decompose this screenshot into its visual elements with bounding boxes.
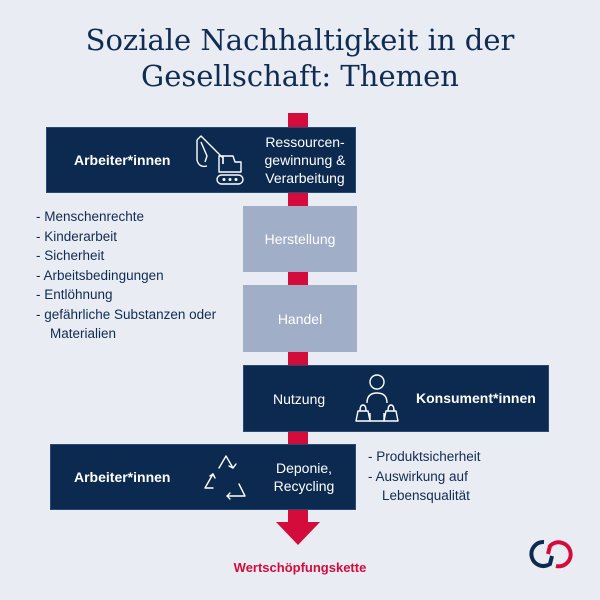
stage-label: Deponie, Recycling — [273, 460, 335, 494]
list-item: - Menschenrechte — [36, 209, 145, 224]
recycling-icon — [201, 454, 251, 502]
consumer-shopping-icon — [352, 373, 402, 425]
actor-label: Arbeiter*innen — [74, 469, 171, 485]
value-chain-arrowhead — [276, 522, 320, 545]
actor-label: Konsument*innen — [416, 390, 536, 406]
stage-label: Herstellung — [264, 231, 336, 247]
value-chain-label: Wertschöpfungskette — [233, 560, 367, 575]
excavator-icon — [193, 134, 247, 186]
list-item: - Auswirkung auf Lebensqualität — [368, 468, 470, 504]
list-item: - Entlöhnung — [36, 287, 113, 302]
list-item: - Produktsicherheit — [368, 449, 481, 464]
stage-label: Nutzung — [273, 391, 326, 407]
list-item: - Sicherheit — [36, 248, 105, 263]
page-title: Soziale Nachhaltigkeit in der Gesellscha… — [85, 23, 515, 93]
stage-manufacturing: Herstellung — [243, 206, 357, 272]
stage-label: Handel — [277, 310, 323, 327]
consumer-topics-list: - Produktsicherheit - Auswirkung auf Leb… — [368, 447, 508, 506]
brand-logo-icon — [524, 534, 574, 574]
actor-label: Arbeiter*innen — [74, 152, 171, 168]
stage-label: Ressourcen- gewinnung & Verarbeitung — [264, 134, 346, 186]
stage-usage: Nutzung Konsument*innen — [243, 365, 549, 432]
list-item: - gefährliche Substanzen oder Materialie… — [36, 306, 217, 342]
stage-disposal-recycling: Arbeiter*innen Deponie, Recycling — [50, 444, 356, 510]
stage-trade: Handel — [243, 285, 357, 352]
worker-topics-list: - Menschenrechte - Kinderarbeit - Sicher… — [36, 207, 236, 344]
list-item: - Kinderarbeit — [36, 228, 118, 244]
stage-resource-extraction: Arbeiter*innen Ressourcen- gewinnung & V… — [46, 127, 356, 193]
list-item: - Arbeitsbedingungen — [36, 267, 164, 283]
